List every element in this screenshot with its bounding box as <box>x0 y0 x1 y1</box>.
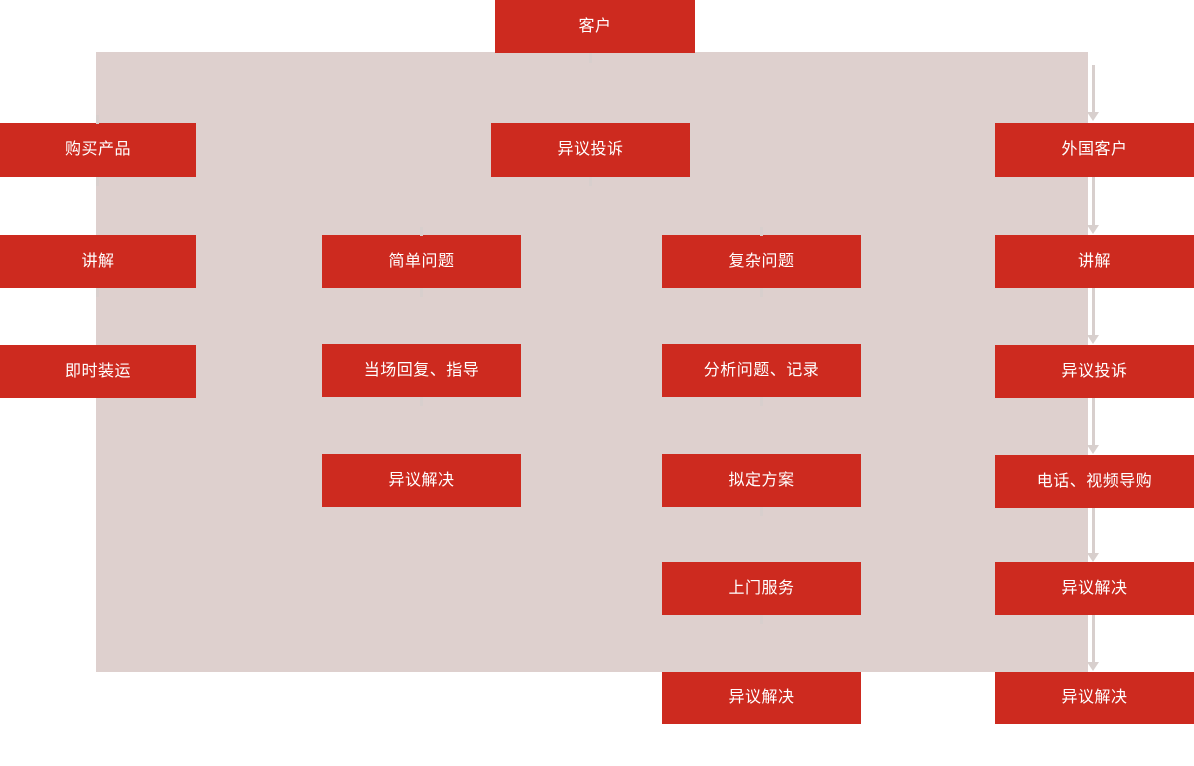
node-c4-r3[interactable]: 异议投诉 <box>995 345 1194 398</box>
node-c4-r5[interactable]: 异议解决 <box>995 562 1194 615</box>
arrowhead-c4-entry <box>1087 112 1099 121</box>
node-c2-r2[interactable]: 简单问题 <box>322 235 521 288</box>
node-c3-r2[interactable]: 复杂问题 <box>662 235 861 288</box>
node-c3-r3[interactable]: 分析问题、记录 <box>662 344 861 397</box>
node-c3-r5[interactable]: 上门服务 <box>662 562 861 615</box>
node-c1-r1[interactable]: 购买产品 <box>0 123 196 177</box>
connector-c4-r2-r3 <box>1092 288 1095 335</box>
connector-c4-r3-r4 <box>1092 398 1095 445</box>
connector-c4-entry <box>1092 65 1095 113</box>
connector-c1-r1-top <box>96 115 99 124</box>
arrowhead-c4-r4-r5 <box>1087 553 1099 562</box>
connector-c1-r1-bottom <box>96 177 99 186</box>
connector-c2-r3-bottom <box>420 397 423 406</box>
node-c4-r4[interactable]: 电话、视频导购 <box>995 455 1194 508</box>
arrowhead-c4-r5-r6 <box>1087 662 1099 671</box>
connector-c3-r2-bottom <box>760 288 763 297</box>
node-c2-r4[interactable]: 异议解决 <box>322 454 521 507</box>
connector-c3-r1-bottom <box>589 177 592 186</box>
connector-c2-r2-top <box>420 227 423 236</box>
arrowhead-c4-r3-r4 <box>1087 445 1099 454</box>
connector-c4-r1-r2 <box>1092 177 1095 225</box>
connector-c4-r5-r6 <box>1092 615 1095 662</box>
node-c4-r1[interactable]: 外国客户 <box>995 123 1194 177</box>
node-c2-r3[interactable]: 当场回复、指导 <box>322 344 521 397</box>
connector-c3-r2-top <box>760 227 763 236</box>
node-c3-r4[interactable]: 拟定方案 <box>662 454 861 507</box>
node-c3-r1[interactable]: 异议投诉 <box>491 123 690 177</box>
node-c1-r3[interactable]: 即时装运 <box>0 345 196 398</box>
node-c3-r6[interactable]: 异议解决 <box>662 672 861 724</box>
connector-c2-r2-bottom <box>420 288 423 297</box>
arrowhead-c4-r2-r3 <box>1087 335 1099 344</box>
connector-customer-down <box>589 53 592 63</box>
connector-c1-r2-bottom <box>96 288 99 297</box>
arrowhead-c4-r1-r2 <box>1087 225 1099 234</box>
node-c4-r6[interactable]: 异议解决 <box>995 672 1194 724</box>
node-c1-r2[interactable]: 讲解 <box>0 235 196 288</box>
node-c4-r2[interactable]: 讲解 <box>995 235 1194 288</box>
node-customer[interactable]: 客户 <box>495 0 695 53</box>
connector-c3-r4-bottom <box>760 507 763 516</box>
connector-c3-r3-bottom <box>760 397 763 406</box>
connector-c3-r5-bottom <box>760 615 763 624</box>
connector-c4-r4-r5 <box>1092 508 1095 553</box>
